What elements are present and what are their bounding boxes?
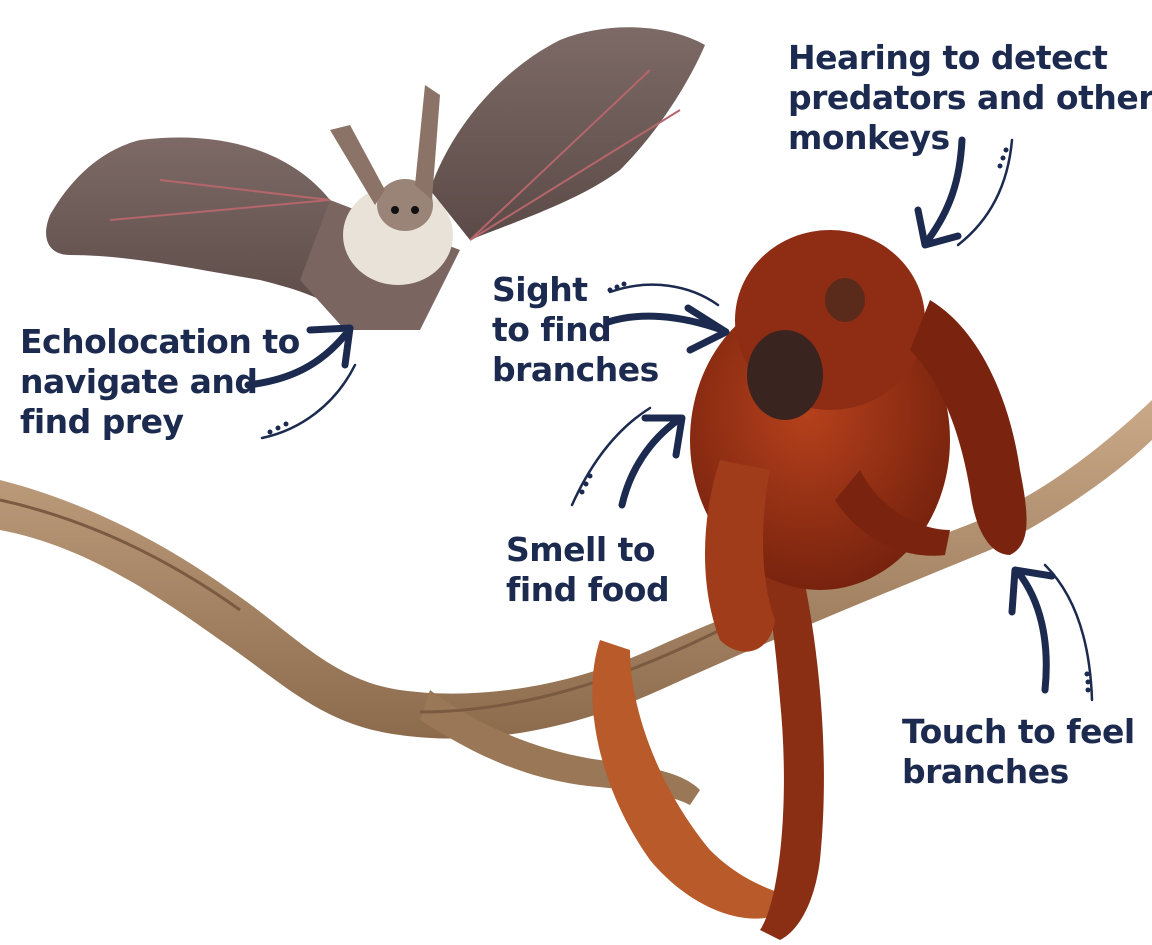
echolocation-label-line-2: navigate and: [20, 362, 300, 402]
sight-label-line-1: Sight: [492, 270, 659, 310]
touch-label-line-1: Touch to feel: [902, 712, 1135, 752]
smell-label-line-2: find food: [506, 570, 669, 610]
touch-label-line-2: branches: [902, 752, 1135, 792]
hearing-label-line-3: monkeys: [788, 118, 1152, 158]
smell-arrow: [572, 408, 682, 505]
sight-label-line-2: to find: [492, 310, 659, 350]
touch-arrow: [1012, 565, 1092, 700]
echolocation-label: Echolocation to navigate and find prey: [20, 322, 300, 442]
hearing-label: Hearing to detect predators and other mo…: [788, 38, 1152, 158]
echolocation-label-line-3: find prey: [20, 402, 300, 442]
sight-label-line-3: branches: [492, 350, 659, 390]
echolocation-label-line-1: Echolocation to: [20, 322, 300, 362]
smell-label: Smell to find food: [506, 530, 669, 610]
hearing-label-line-1: Hearing to detect: [788, 38, 1152, 78]
smell-label-line-1: Smell to: [506, 530, 669, 570]
touch-label: Touch to feel branches: [902, 712, 1135, 792]
hearing-label-line-2: predators and other: [788, 78, 1152, 118]
sight-label: Sight to find branches: [492, 270, 659, 390]
